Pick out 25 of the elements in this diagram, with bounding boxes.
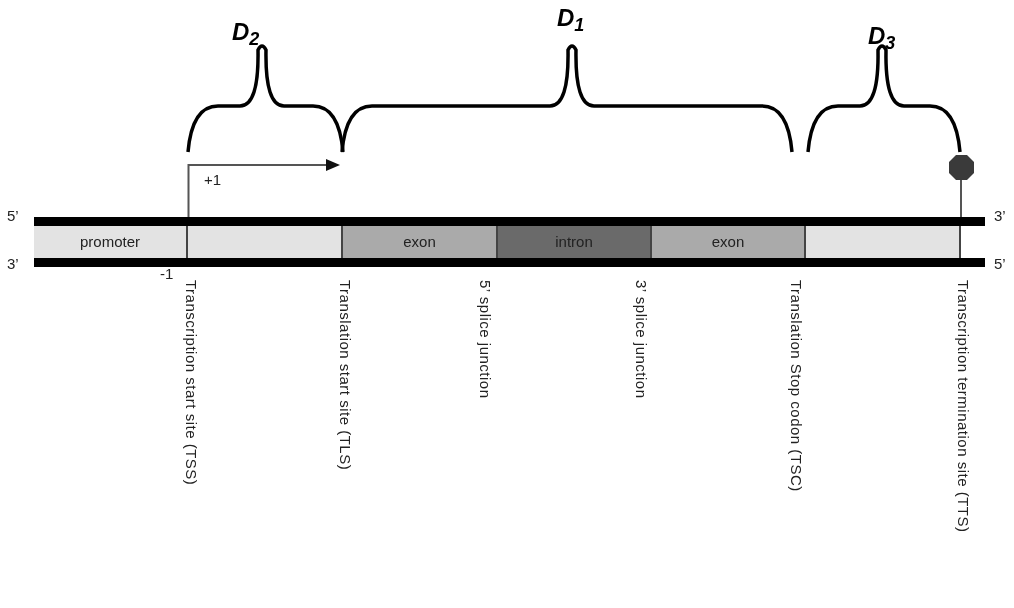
blank-segment [806,226,961,258]
strand-label: 3’ [7,256,19,271]
site-label: 3’ splice junction [634,280,649,399]
strand-label: 5’ [7,208,19,223]
region-label: D$_{2}$ [232,20,260,44]
strand-label: +1 [204,172,222,187]
gene-segment [652,226,806,258]
segment-label: exon [403,231,436,252]
blank-segment [188,226,343,258]
region-label: D$_{1}$ [557,6,585,30]
segment-label: promoter [80,231,140,252]
site-label: Transcription termination site (TTS) [956,280,971,533]
strand-label: 3’ [994,208,1006,223]
site-label: 5’ splice junction [478,280,493,399]
site-label: Translation Stop codon (TSC) [789,280,804,492]
gene-segment [34,226,188,258]
site-label: Translation start site (TLS) [338,280,353,471]
segment-label: intron [555,231,593,252]
site-label: Transcription start site (TSS) [184,280,199,486]
gene-segment [343,226,498,258]
segment-label: exon [711,231,745,252]
gene-segment [498,226,652,258]
strand-label: 5’ [994,256,1006,271]
strand-label: -1 [160,266,174,281]
region-label: D$_{3}$ [868,24,896,48]
